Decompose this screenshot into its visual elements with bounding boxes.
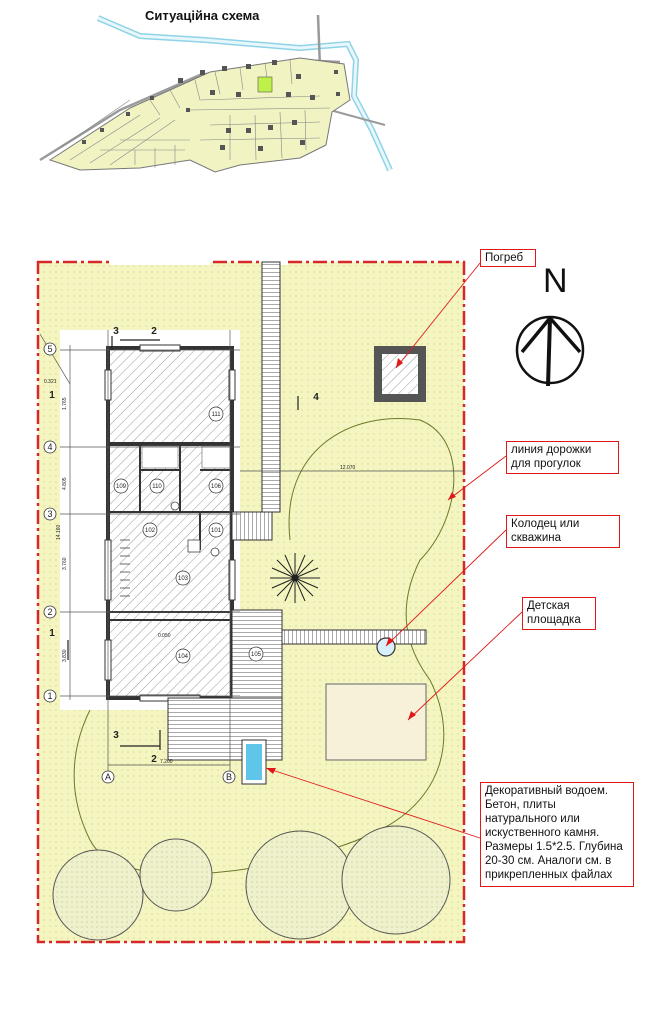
room-label: 104 <box>178 654 189 660</box>
boardwalk-north <box>261 261 281 513</box>
grid-axes <box>43 342 236 784</box>
dimension-seg: 1.765 <box>62 397 68 410</box>
dimension-width: 7.200 <box>160 759 173 765</box>
axis-row-5: 5 <box>47 344 52 354</box>
section-mark: 2 <box>151 754 157 765</box>
section-mark: 1 <box>49 390 55 401</box>
shrub-icon <box>270 553 320 603</box>
axis-col-b: B <box>226 772 232 782</box>
section-mark: 3 <box>113 326 119 337</box>
pond <box>246 744 262 780</box>
dimension-seg: 4.805 <box>62 477 68 490</box>
axis-row-1: 1 <box>47 691 52 701</box>
north-label: N <box>543 262 568 300</box>
callout-decorative-pond: Декоративный водоем. Бетон, плиты натура… <box>480 782 634 887</box>
room-label: 102 <box>145 528 156 534</box>
callout-cellar: Погреб <box>480 249 536 267</box>
dimension-seg: 3.830 <box>62 649 68 662</box>
playground <box>325 683 427 761</box>
section-mark: 1 <box>49 628 55 639</box>
callout-playground: Детская площадка <box>522 597 596 630</box>
room-tags <box>113 406 264 664</box>
callout-well: Колодец или скважина <box>506 515 620 548</box>
axis-row-3: 3 <box>47 509 52 519</box>
room-label: 106 <box>211 484 222 490</box>
room-label: 105 <box>251 652 262 658</box>
room-label: 101 <box>211 528 222 534</box>
room-label: 103 <box>178 576 189 582</box>
dimension-long: 12.070 <box>340 465 356 471</box>
section-mark: 3 <box>113 730 119 741</box>
axis-row-4: 4 <box>47 442 52 452</box>
section-mark: 2 <box>151 326 157 337</box>
boardwalk-east <box>281 629 427 645</box>
callout-walking-path: линия дорожки для прогулок <box>506 441 619 474</box>
level-mark: 0.050 <box>158 633 171 639</box>
axis-row-2: 2 <box>47 607 52 617</box>
room-label: 111 <box>211 412 221 418</box>
room-label: 109 <box>116 484 127 490</box>
room-label: 110 <box>152 484 162 490</box>
axis-col-a: A <box>105 772 111 782</box>
dimension-offset: 0.321 <box>44 379 57 385</box>
dimension-total: 14.160 <box>56 524 62 540</box>
site-boundary <box>36 260 466 944</box>
section-mark: 4 <box>313 392 319 403</box>
callout-leaders <box>265 262 523 839</box>
situation-scheme <box>39 14 393 173</box>
dimension-seg: 3.760 <box>62 557 68 570</box>
tree-icon <box>52 825 451 941</box>
situation-scheme-title: Ситуаційна схема <box>145 8 260 23</box>
north-arrow-icon <box>515 315 585 387</box>
